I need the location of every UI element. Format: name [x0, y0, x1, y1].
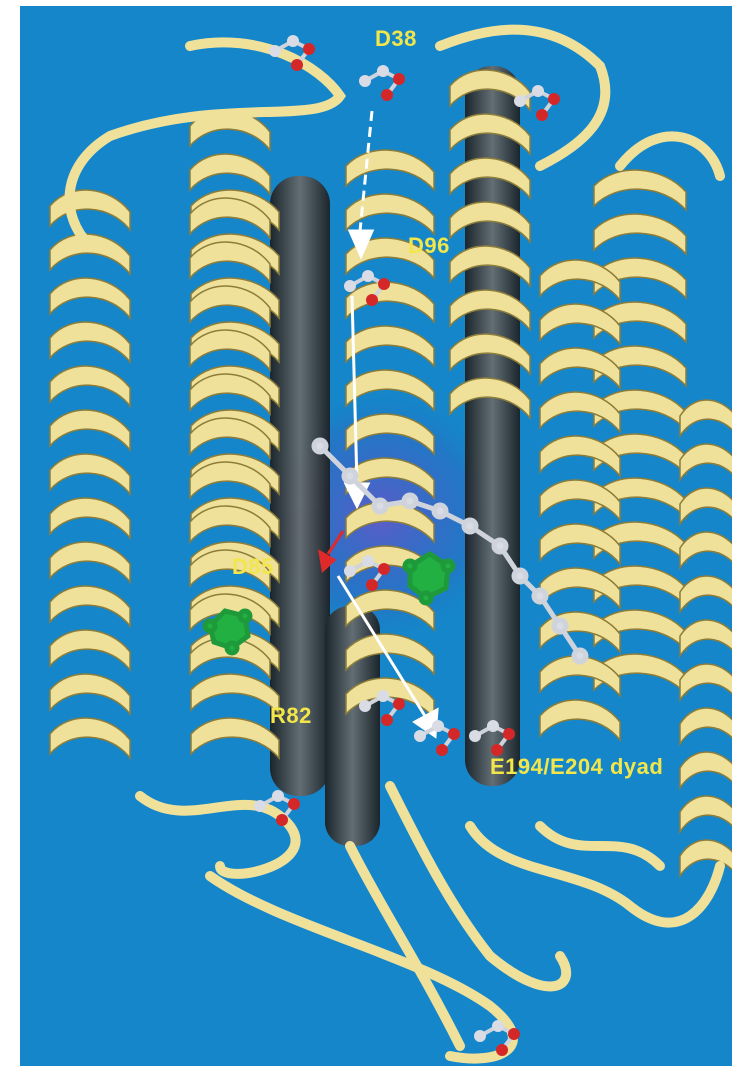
helix-turn [50, 278, 130, 318]
helix-turn [594, 170, 686, 210]
helix-turn [680, 576, 732, 616]
helix-turn [680, 664, 732, 704]
helix-turn [346, 282, 434, 322]
helix-turn [190, 154, 270, 194]
label-d85: D85 [232, 554, 274, 580]
label-d38: D38 [375, 26, 417, 52]
helix-turn [680, 796, 732, 836]
helix-turn [680, 840, 732, 880]
helix-turn [50, 190, 130, 230]
helix-turn [540, 700, 620, 740]
helix-turn [680, 444, 732, 484]
helix-turn [346, 150, 434, 190]
helix-turn [50, 410, 130, 450]
helix-turn [50, 718, 130, 758]
ribbon-diagram [20, 6, 732, 1066]
helix-turn [50, 542, 130, 582]
protein-structure-figure: D38 D96 D85 R82 E194/E204 dyad [20, 6, 732, 1066]
label-d96: D96 [408, 233, 450, 259]
helix-turn [191, 674, 279, 714]
helix-turn [594, 214, 686, 254]
helix-turn [680, 488, 732, 528]
helix-turn [680, 708, 732, 748]
helix-turn [680, 532, 732, 572]
helix-turn [50, 322, 130, 362]
helix-turn [346, 326, 434, 366]
helix-turn [680, 620, 732, 660]
helix-turn [50, 586, 130, 626]
helix-turn [50, 674, 130, 714]
side-chain-atoms [359, 65, 405, 101]
helix-turn [191, 718, 279, 758]
helix-turn [50, 630, 130, 670]
helix-turn [50, 366, 130, 406]
helix-turn [50, 454, 130, 494]
helix-turn [680, 752, 732, 792]
label-e194-e204-dyad: E194/E204 dyad [490, 754, 663, 780]
label-r82: R82 [270, 703, 312, 729]
helix-turn [50, 498, 130, 538]
helix-turn [680, 400, 732, 440]
